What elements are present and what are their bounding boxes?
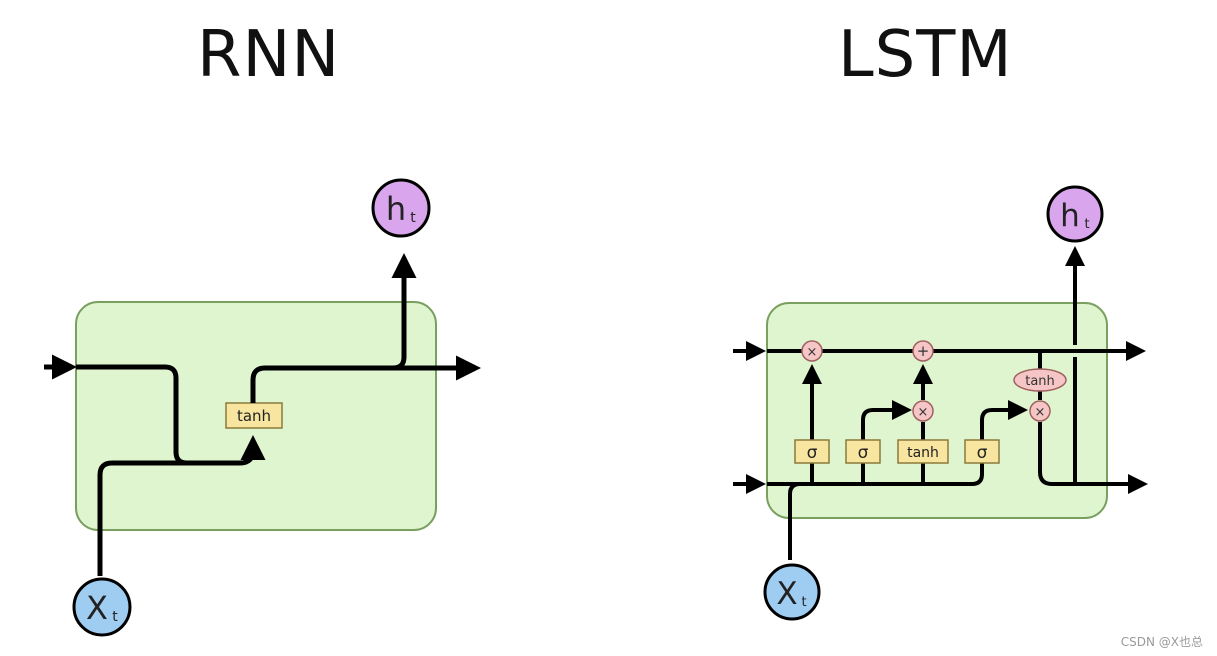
lstm-output-node — [1046, 185, 1104, 243]
lstm-input-multiply — [912, 400, 934, 422]
lstm-output-multiply — [1029, 400, 1051, 422]
lstm-cell — [766, 302, 1108, 519]
rnn-input-sub: t — [112, 609, 118, 625]
rnn-output-sub: t — [410, 210, 416, 226]
lstm-input-label: X — [776, 576, 797, 612]
lstm-output-sub: t — [1084, 217, 1089, 232]
rnn-output-node — [371, 178, 431, 238]
lstm-input-gate — [845, 439, 881, 464]
lstm-candidate-gate — [897, 439, 949, 464]
lstm-output-gate — [964, 439, 1000, 464]
lstm-input-node — [763, 563, 821, 621]
rnn-title: RNN — [197, 18, 341, 92]
lstm-mult3-down — [1038, 422, 1148, 494]
rnn-input-node — [72, 577, 132, 637]
lstm-title: LSTM — [838, 18, 1013, 92]
lstm-diagram: σ σ tanh σ × + × tanh × h t X t — [733, 185, 1148, 621]
lstm-input-gate-up — [861, 400, 912, 440]
lstm-input-gate-label: σ — [858, 443, 869, 463]
lstm-input-multiply-label: × — [918, 405, 929, 420]
lstm-forget-gate — [794, 439, 830, 464]
lstm-output-gate-label: σ — [977, 443, 988, 463]
rnn-input-label: X — [86, 589, 108, 627]
rnn-diagram: tanh h t X t — [44, 178, 481, 637]
lstm-forget-multiply-label: × — [807, 345, 818, 360]
lstm-output-label: h — [1060, 198, 1080, 234]
lstm-candidate-gate-label: tanh — [907, 445, 939, 461]
rnn-output-label: h — [386, 190, 406, 228]
rnn-x-path — [97, 435, 266, 576]
lstm-input-sub: t — [801, 595, 806, 610]
lstm-tanh-op — [1013, 368, 1067, 392]
rnn-tanh-gate — [225, 402, 283, 429]
lstm-forget-gate-label: σ — [807, 443, 818, 463]
lstm-output-gate-up — [980, 400, 1028, 440]
lstm-add-op-label: + — [917, 342, 930, 360]
watermark: CSDN @X也总 — [1120, 635, 1203, 649]
rnn-output-path — [250, 253, 417, 403]
lstm-hidden-bottom-line — [767, 463, 984, 486]
lstm-output-multiply-label: × — [1035, 405, 1046, 420]
lstm-add-op — [912, 340, 934, 362]
lstm-tanh-op-label: tanh — [1025, 374, 1055, 389]
lstm-forget-multiply — [801, 340, 823, 362]
rnn-tanh-label: tanh — [237, 407, 271, 425]
lstm-x-path — [788, 482, 801, 560]
